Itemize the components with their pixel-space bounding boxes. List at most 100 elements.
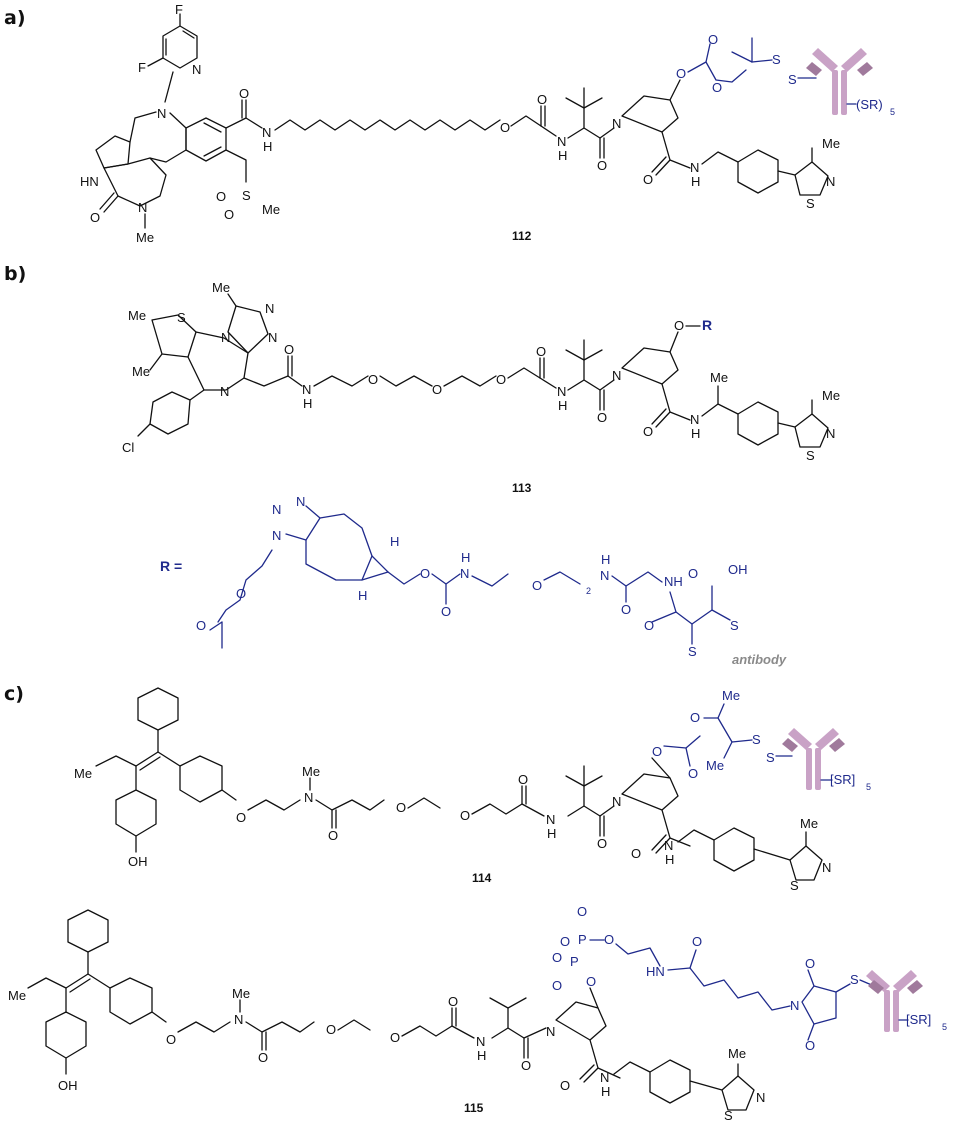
atom-S: S: [688, 644, 697, 659]
atom-N: N: [690, 412, 699, 427]
atom-N: N: [790, 998, 799, 1013]
atom-O: O: [90, 210, 100, 225]
subscript: 5: [890, 107, 895, 117]
atom-O: O: [644, 618, 654, 633]
compound-112-structure: F F N N HN O N Me O N H S O O: [80, 2, 895, 245]
atom-P: P: [578, 932, 587, 947]
atom-O: O: [676, 66, 686, 81]
atom-Cl: Cl: [122, 440, 134, 455]
atom-H: H: [691, 426, 700, 441]
atom-O: O: [236, 586, 246, 601]
atom-O: O: [420, 566, 430, 581]
panel-label-b: b): [4, 263, 26, 285]
antibody-icon: [866, 970, 923, 1032]
compound-115-structure: Me OH O N Me O O O O N H O N O: [8, 904, 947, 1122]
atom-HN: HN: [80, 174, 99, 189]
panel-label-a: a): [4, 7, 26, 29]
atom-N: N: [234, 1012, 243, 1027]
atom-O: O: [441, 604, 451, 619]
atom-O: O: [448, 994, 458, 1009]
atom-O: O: [560, 934, 570, 949]
compound-113-structure: Me Me Me S N N N N Cl O N H O O O: [122, 280, 840, 463]
compound-114-structure: Me OH O N Me O O O O N H O N: [74, 687, 871, 893]
atom-O: O: [196, 618, 206, 633]
atom-Me: Me: [132, 364, 150, 379]
atom-Me: Me: [128, 308, 146, 323]
atom-S: S: [772, 52, 781, 67]
atom-N: N: [826, 174, 835, 189]
atom-NH: NH: [664, 574, 683, 589]
atom-O: O: [805, 1038, 815, 1053]
atom-S: S: [752, 732, 761, 747]
atom-N: N: [826, 426, 835, 441]
atom-S: S: [730, 618, 739, 633]
compound-id-114: 114: [472, 871, 492, 885]
atom-N: N: [600, 568, 609, 583]
atom-O: O: [432, 382, 442, 397]
atom-SR: (SR): [856, 97, 883, 112]
atom-N: N: [302, 382, 311, 397]
atom-O: O: [460, 808, 470, 823]
atom-H: H: [601, 552, 610, 567]
atom-N: N: [822, 860, 831, 875]
atom-O: O: [368, 372, 378, 387]
atom-Me: Me: [136, 230, 154, 245]
compound-id-112: 112: [512, 229, 532, 243]
atom-N: N: [612, 794, 621, 809]
atom-Me: Me: [822, 136, 840, 151]
atom-Me: Me: [8, 988, 26, 1003]
atom-F: F: [138, 60, 146, 75]
atom-O: O: [326, 1022, 336, 1037]
atom-O: O: [652, 744, 662, 759]
antibody-label: antibody: [732, 652, 787, 667]
atom-H: H: [461, 550, 470, 565]
atom-O: O: [552, 950, 562, 965]
atom-H: H: [558, 148, 567, 163]
atom-N: N: [600, 1070, 609, 1085]
atom-Me: Me: [232, 986, 250, 1001]
atom-N: N: [756, 1090, 765, 1105]
atom-N: N: [557, 384, 566, 399]
atom-H: H: [558, 398, 567, 413]
atom-N: N: [664, 838, 673, 853]
atom-O: O: [631, 846, 641, 861]
atom-Me: Me: [262, 202, 280, 217]
atom-H: H: [691, 174, 700, 189]
atom-S: S: [177, 310, 186, 325]
atom-H: H: [358, 588, 367, 603]
atom-H: H: [390, 534, 399, 549]
atom-N: N: [612, 116, 621, 131]
atom-Me: Me: [728, 1046, 746, 1061]
atom-Me: Me: [302, 764, 320, 779]
atom-S: S: [766, 750, 775, 765]
atom-O: O: [597, 410, 607, 425]
atom-N: N: [612, 368, 621, 383]
atom-N: N: [157, 106, 166, 121]
atom-N: N: [546, 1024, 555, 1039]
atom-N: N: [296, 494, 305, 509]
atom-O: O: [621, 602, 631, 617]
panel-label-c: c): [4, 683, 24, 705]
atom-Me: Me: [212, 280, 230, 295]
atom-N: N: [221, 330, 230, 345]
atom-Me: Me: [722, 688, 740, 703]
atom-S: S: [788, 72, 797, 87]
atom-N: N: [546, 812, 555, 827]
atom-O: O: [688, 566, 698, 581]
atom-O: O: [396, 800, 406, 815]
atom-O: O: [560, 1078, 570, 1093]
atom-HN: HN: [646, 964, 665, 979]
atom-SR: [SR]: [906, 1012, 931, 1027]
atom-H: H: [263, 139, 272, 154]
atom-H: H: [547, 826, 556, 841]
atom-O: O: [239, 86, 249, 101]
antibody-icon: [806, 48, 873, 115]
r-group-definition: R = O O N N N H H O O N H O 2 N H O NH O…: [160, 494, 787, 667]
atom-P: P: [570, 954, 579, 969]
atom-O: O: [552, 978, 562, 993]
atom-N: N: [460, 566, 469, 581]
atom-O: O: [692, 934, 702, 949]
atom-O: O: [537, 92, 547, 107]
atom-N: N: [268, 330, 277, 345]
